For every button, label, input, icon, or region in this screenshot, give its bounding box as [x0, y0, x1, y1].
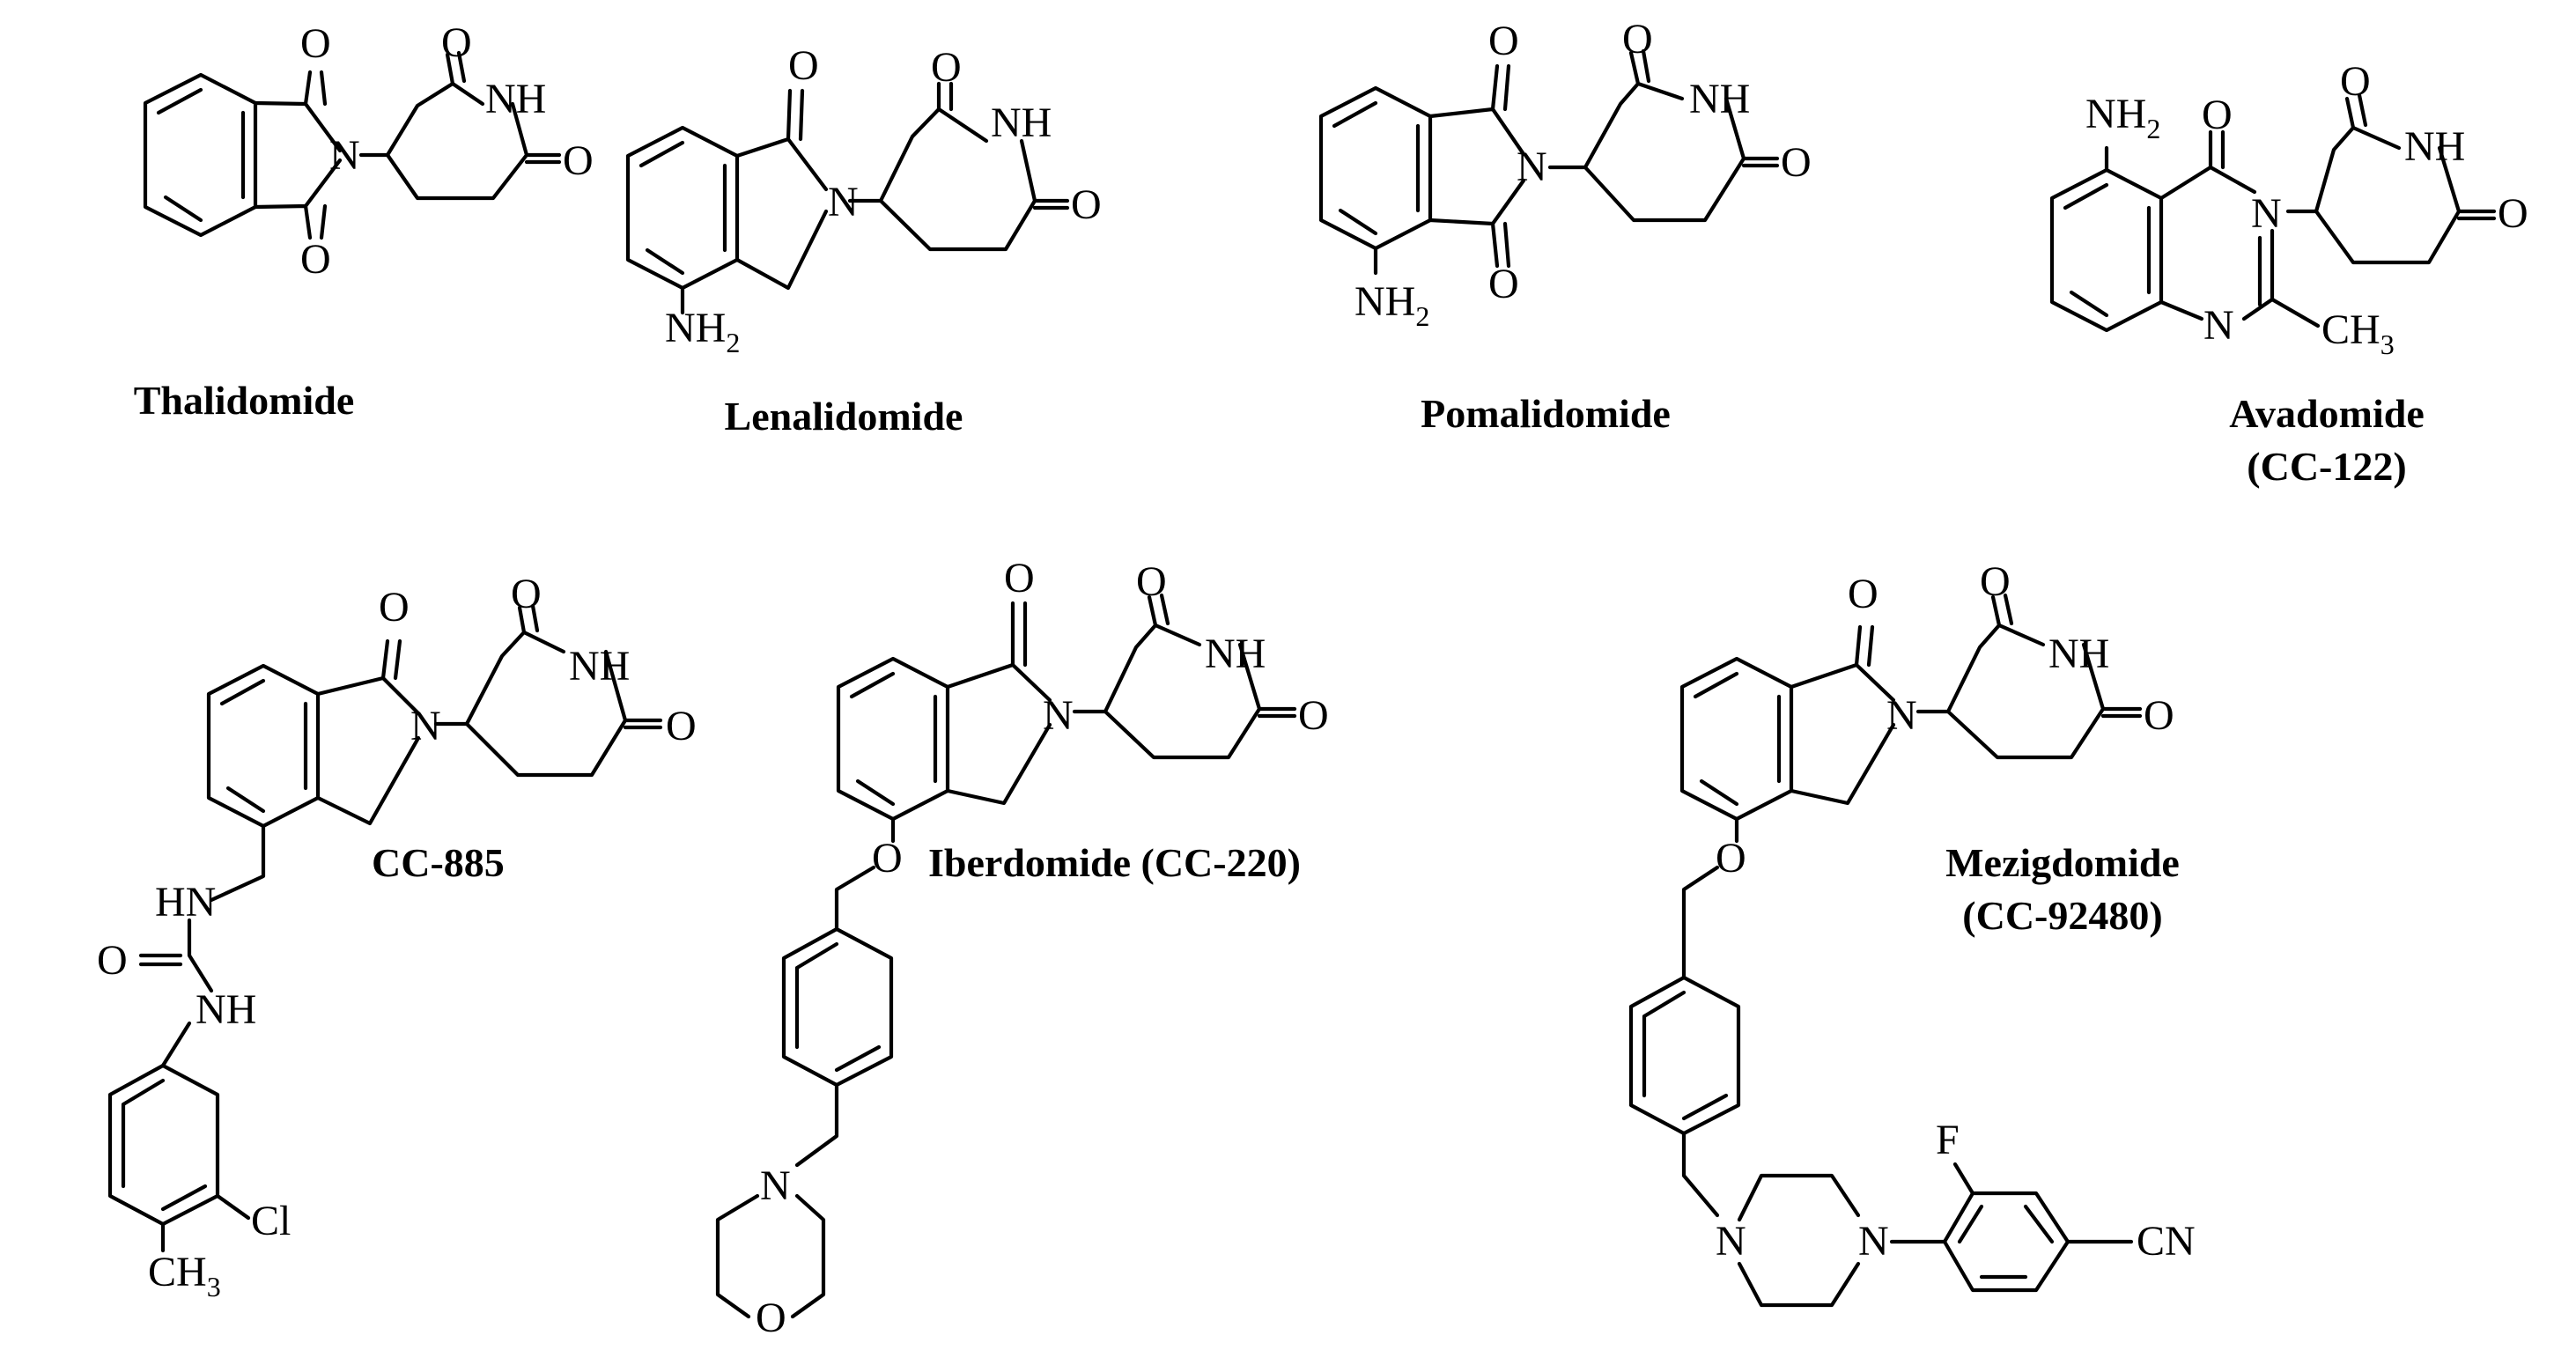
- atom-o: O: [1848, 571, 1878, 617]
- atom-nh: NH: [2048, 631, 2109, 677]
- structure-thalidomide: O N O O NH O Thalidomide: [134, 19, 594, 423]
- atom-nh: NH: [196, 986, 256, 1033]
- atom-n: N: [2251, 190, 2282, 237]
- atom-o: O: [1004, 555, 1035, 601]
- atom-o: O: [2144, 692, 2174, 739]
- atom-nh2: NH2: [665, 305, 740, 358]
- compound-name: Thalidomide: [134, 378, 355, 423]
- atom-o: O: [756, 1295, 786, 1341]
- atom-o: O: [379, 584, 410, 631]
- atom-o: O: [563, 137, 594, 184]
- atom-n: N: [760, 1162, 791, 1209]
- atom-o: O: [2340, 58, 2371, 105]
- compound-name: Iberdomide (CC-220): [928, 840, 1301, 885]
- atom-ch3: CH3: [2321, 306, 2395, 360]
- atom-o: O: [872, 835, 903, 882]
- atom-o: O: [1781, 139, 1812, 186]
- atom-cn: CN: [2137, 1218, 2196, 1265]
- atom-n: N: [1716, 1218, 1746, 1265]
- atom-o: O: [2498, 190, 2528, 237]
- atom-n: N: [2203, 302, 2234, 349]
- compound-code: (CC-122): [2247, 444, 2406, 489]
- atom-o: O: [441, 19, 472, 66]
- atom-n: N: [1858, 1218, 1889, 1265]
- atom-o: O: [931, 44, 962, 91]
- atom-nh: NH: [2404, 123, 2465, 170]
- structure-iberdomide: O N O NH O O N O Iberdomide (CC-220): [715, 555, 1329, 1341]
- atom-f: F: [1936, 1117, 1960, 1163]
- atom-o: O: [1488, 261, 1519, 307]
- atom-o: O: [2202, 92, 2233, 138]
- structure-mezigdomide: O N O NH O O N N F CN Mezigdomide (CC-92…: [1628, 558, 2196, 1308]
- atom-nh: NH: [485, 76, 546, 122]
- compound-name: Avadomide: [2229, 391, 2425, 436]
- atom-nh: NH: [991, 100, 1052, 146]
- atom-ch3: CH3: [148, 1249, 221, 1302]
- atom-n: N: [1886, 692, 1917, 739]
- atom-n: N: [329, 132, 360, 179]
- atom-o: O: [666, 703, 697, 749]
- atom-o: O: [1488, 18, 1519, 64]
- atom-nh: NH: [569, 643, 630, 690]
- atom-n: N: [828, 179, 859, 225]
- atom-o: O: [788, 42, 819, 89]
- atom-nh2: NH2: [1354, 278, 1429, 332]
- atom-o: O: [1071, 181, 1102, 228]
- atom-o: O: [300, 236, 331, 283]
- structure-cc-885: O N O NH O HN O NH Cl CH3 CC-885: [97, 571, 697, 1302]
- structure-avadomide: NH2 O N N CH3 O NH O Avadomide (CC-122): [2049, 58, 2528, 489]
- atom-n: N: [1043, 692, 1074, 739]
- atom-cl: Cl: [251, 1198, 291, 1244]
- atom-n: N: [410, 703, 441, 749]
- structure-lenalidomide: O N NH2 O NH O Lenalidomide: [625, 42, 1102, 439]
- atom-o: O: [1298, 692, 1329, 739]
- compound-name: Lenalidomide: [725, 394, 963, 439]
- compound-name: Mezigdomide: [1945, 840, 2180, 885]
- atom-o: O: [97, 937, 128, 984]
- atom-n: N: [1517, 144, 1547, 190]
- atom-o: O: [300, 20, 331, 67]
- atom-o: O: [511, 571, 542, 617]
- compound-name: Pomalidomide: [1421, 391, 1671, 436]
- atom-nh: NH: [1689, 76, 1750, 122]
- atom-o: O: [1622, 16, 1653, 63]
- atom-o: O: [1716, 835, 1746, 882]
- atom-o: O: [1980, 558, 2011, 605]
- atom-o: O: [1136, 558, 1167, 605]
- atom-hn: HN: [155, 879, 216, 926]
- atom-nh: NH: [1205, 631, 1266, 677]
- compound-code: (CC-92480): [1962, 893, 2162, 938]
- atom-nh2: NH2: [2085, 91, 2160, 144]
- compound-name: CC-885: [372, 840, 505, 885]
- structure-pomalidomide: O N O NH2 O NH O Pomalidomide: [1318, 16, 1812, 436]
